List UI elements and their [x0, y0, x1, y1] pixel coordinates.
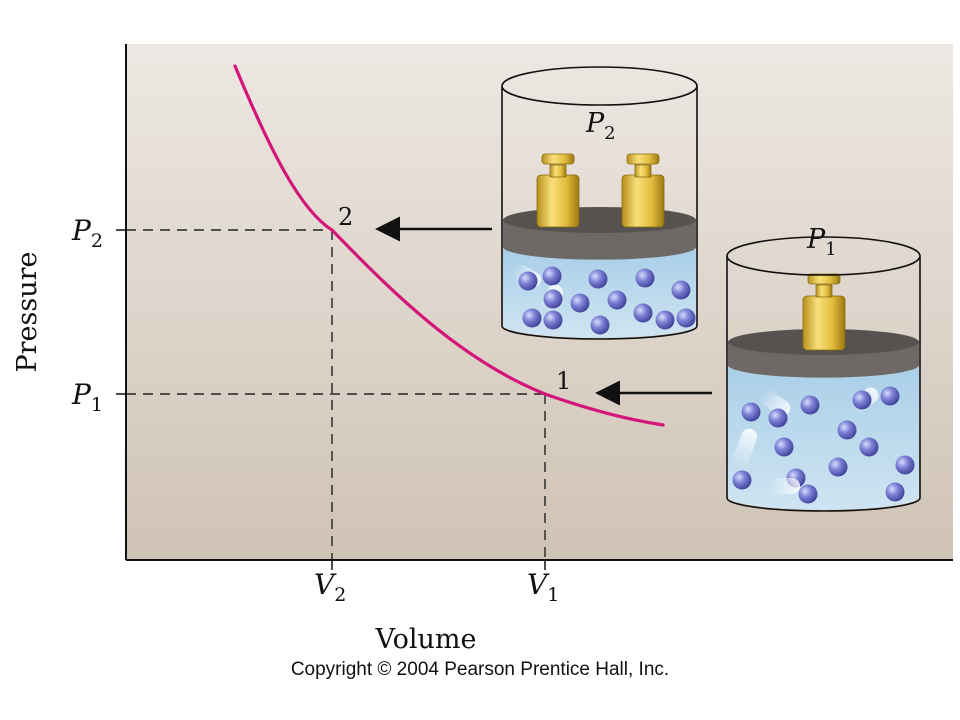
cylinder-bottom-rim [726, 236, 921, 276]
gas-molecules-compressed [512, 264, 696, 335]
x-axis-title: Volume [375, 624, 477, 655]
cylinder-compressed: P2 [501, 66, 698, 340]
pv-curve [233, 64, 665, 427]
v1-axis-label: V1 [527, 568, 559, 606]
weight-icon [536, 153, 580, 228]
cylinder-top-pressure-label: P2 [585, 108, 616, 144]
p1-axis-label: P1 [71, 378, 103, 416]
cylinder-expanded: P1 [726, 224, 921, 512]
piston-compressed-top [503, 207, 696, 233]
v2-axis-label: V2 [314, 568, 346, 606]
weight-icon [621, 153, 665, 228]
cylinder-top-rim [501, 66, 698, 106]
y-axis-title: Pressure [12, 251, 43, 372]
gas-molecules-expanded [732, 386, 915, 504]
dashed-guides [126, 229, 546, 560]
p2-axis-label: P2 [71, 214, 103, 252]
cylinder-bottom-bottom-rim [726, 497, 921, 512]
state-2-label: 2 [338, 203, 353, 231]
cylinder-top-bottom-rim [501, 325, 698, 340]
state-1-label: 1 [556, 367, 571, 395]
weight-icon [802, 273, 846, 351]
copyright-notice: Copyright © 2004 Pearson Prentice Hall, … [291, 659, 669, 680]
cylinder-bottom-pressure-label: P1 [806, 224, 837, 260]
